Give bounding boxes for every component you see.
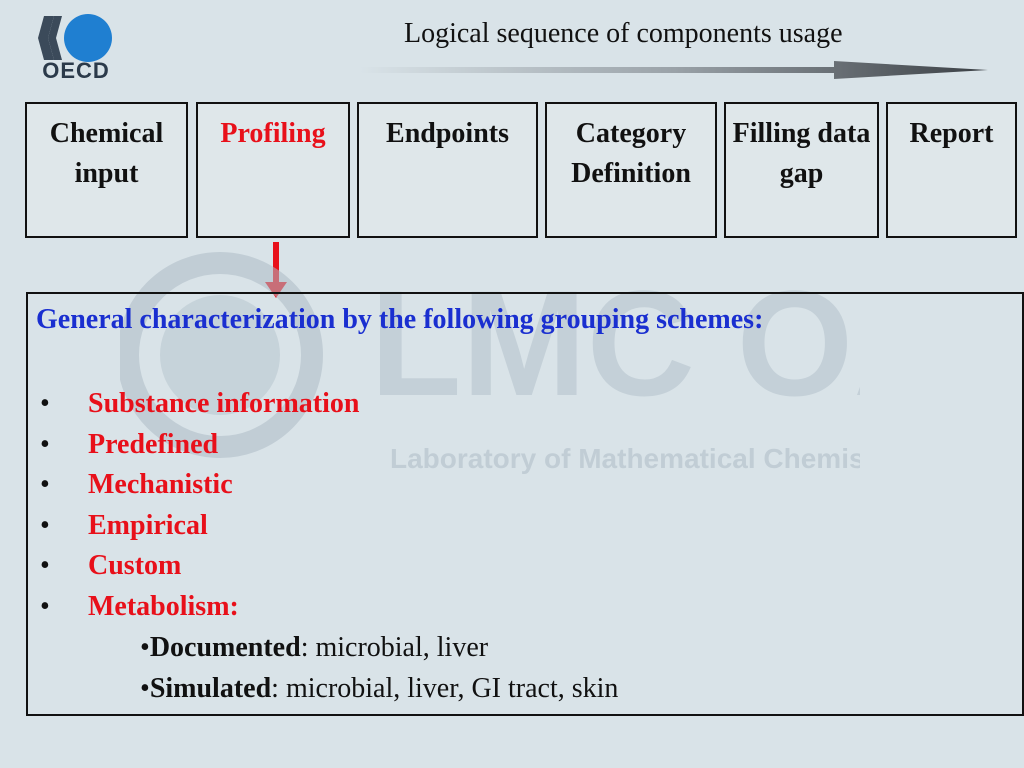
sub-item-detail: : microbial, liver, GI tract, skin [271, 673, 619, 704]
step-profiling[interactable]: Profiling [196, 102, 350, 238]
watermark-logo-text: LMC OASIS [370, 259, 860, 427]
sub-item-term: Simulated [149, 673, 272, 704]
oecd-logo-icon [38, 14, 112, 62]
list-item: •Empirical [40, 509, 208, 541]
sequence-title: Logical sequence of components usage [404, 18, 843, 49]
list-item: •Metabolism: [40, 590, 239, 622]
grouping-schemes-list: •Substance information •Predefined •Mech… [40, 384, 359, 628]
sub-list-item: •Simulated: microbial, liver, GI tract, … [140, 673, 619, 704]
list-item-label: Custom [88, 550, 182, 582]
step-filling-data-gap[interactable]: Filling data gap [724, 102, 879, 238]
list-item-label: Empirical [88, 509, 208, 541]
sub-item-detail: : microbial, liver [300, 632, 489, 663]
list-item-label: Mechanistic [88, 469, 233, 501]
step-category-definition[interactable]: Category Definition [545, 102, 717, 238]
panel-heading: General characterization by the followin… [36, 304, 764, 335]
list-item-label: Metabolism: [88, 590, 239, 622]
metabolism-sublist: •Documented: microbial, liver •Simulated… [140, 628, 618, 710]
sub-item-term: Documented [149, 632, 301, 663]
lmc-oasis-watermark: LMC OASIS Laboratory of Mathematical Che… [120, 252, 860, 474]
grouping-schemes-panel [26, 292, 1024, 716]
watermark-text: Laboratory of Mathematical Chemistry [390, 443, 860, 474]
oecd-logo-text: OECD [42, 58, 110, 83]
step-chemical-input[interactable]: Chemical input [25, 102, 188, 238]
list-item: •Substance information [40, 388, 360, 419]
list-item: •Custom [40, 550, 182, 582]
step-endpoints[interactable]: Endpoints [357, 102, 538, 238]
sequence-arrow-icon [360, 61, 988, 79]
sub-list-item: •Documented: microbial, liver [140, 632, 489, 663]
list-item-label: Predefined [88, 428, 219, 460]
step-report[interactable]: Report [886, 102, 1017, 238]
list-item: •Mechanistic [40, 469, 233, 501]
list-item: •Predefined [40, 428, 219, 460]
list-item-label: Substance information [88, 388, 360, 419]
